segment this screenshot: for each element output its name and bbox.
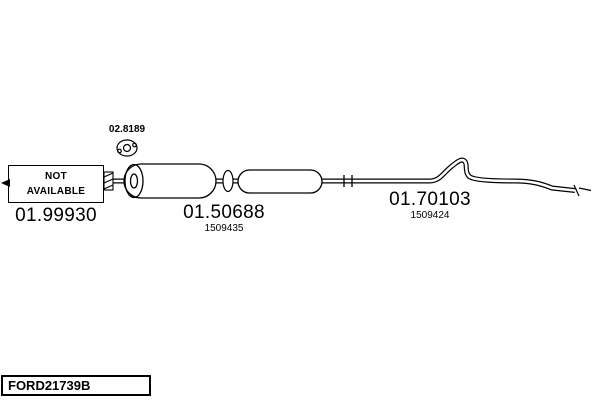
ref-number-rear-silencer: 1509424 xyxy=(410,210,450,221)
part-number-gasket: 02.8189 xyxy=(108,124,146,135)
front-pipe-flange xyxy=(103,171,114,191)
ref-number-middle-silencer: 1509435 xyxy=(204,223,244,234)
pipe-joint-marks xyxy=(343,175,353,187)
part-number-not-available: 01.99930 xyxy=(15,205,97,226)
rear-silencer-drawing xyxy=(237,169,323,194)
slip-joint-ring xyxy=(222,169,234,193)
not-available-line1: NOT xyxy=(44,170,67,182)
part-number-middle-silencer: 01.50688 xyxy=(183,202,265,223)
direction-arrow-icon xyxy=(1,179,10,187)
not-available-box: NOT AVAILABLE xyxy=(8,165,104,203)
part-number-rear-silencer: 01.70103 xyxy=(389,189,471,210)
rear-tailpipe-drawing xyxy=(318,157,592,197)
middle-silencer-drawing xyxy=(123,163,217,199)
drawing-reference-label: FORD21739B xyxy=(8,378,91,393)
not-available-line2: AVAILABLE xyxy=(26,186,86,197)
gasket-icon xyxy=(116,139,138,157)
drawing-reference-box: FORD21739B xyxy=(1,375,151,396)
